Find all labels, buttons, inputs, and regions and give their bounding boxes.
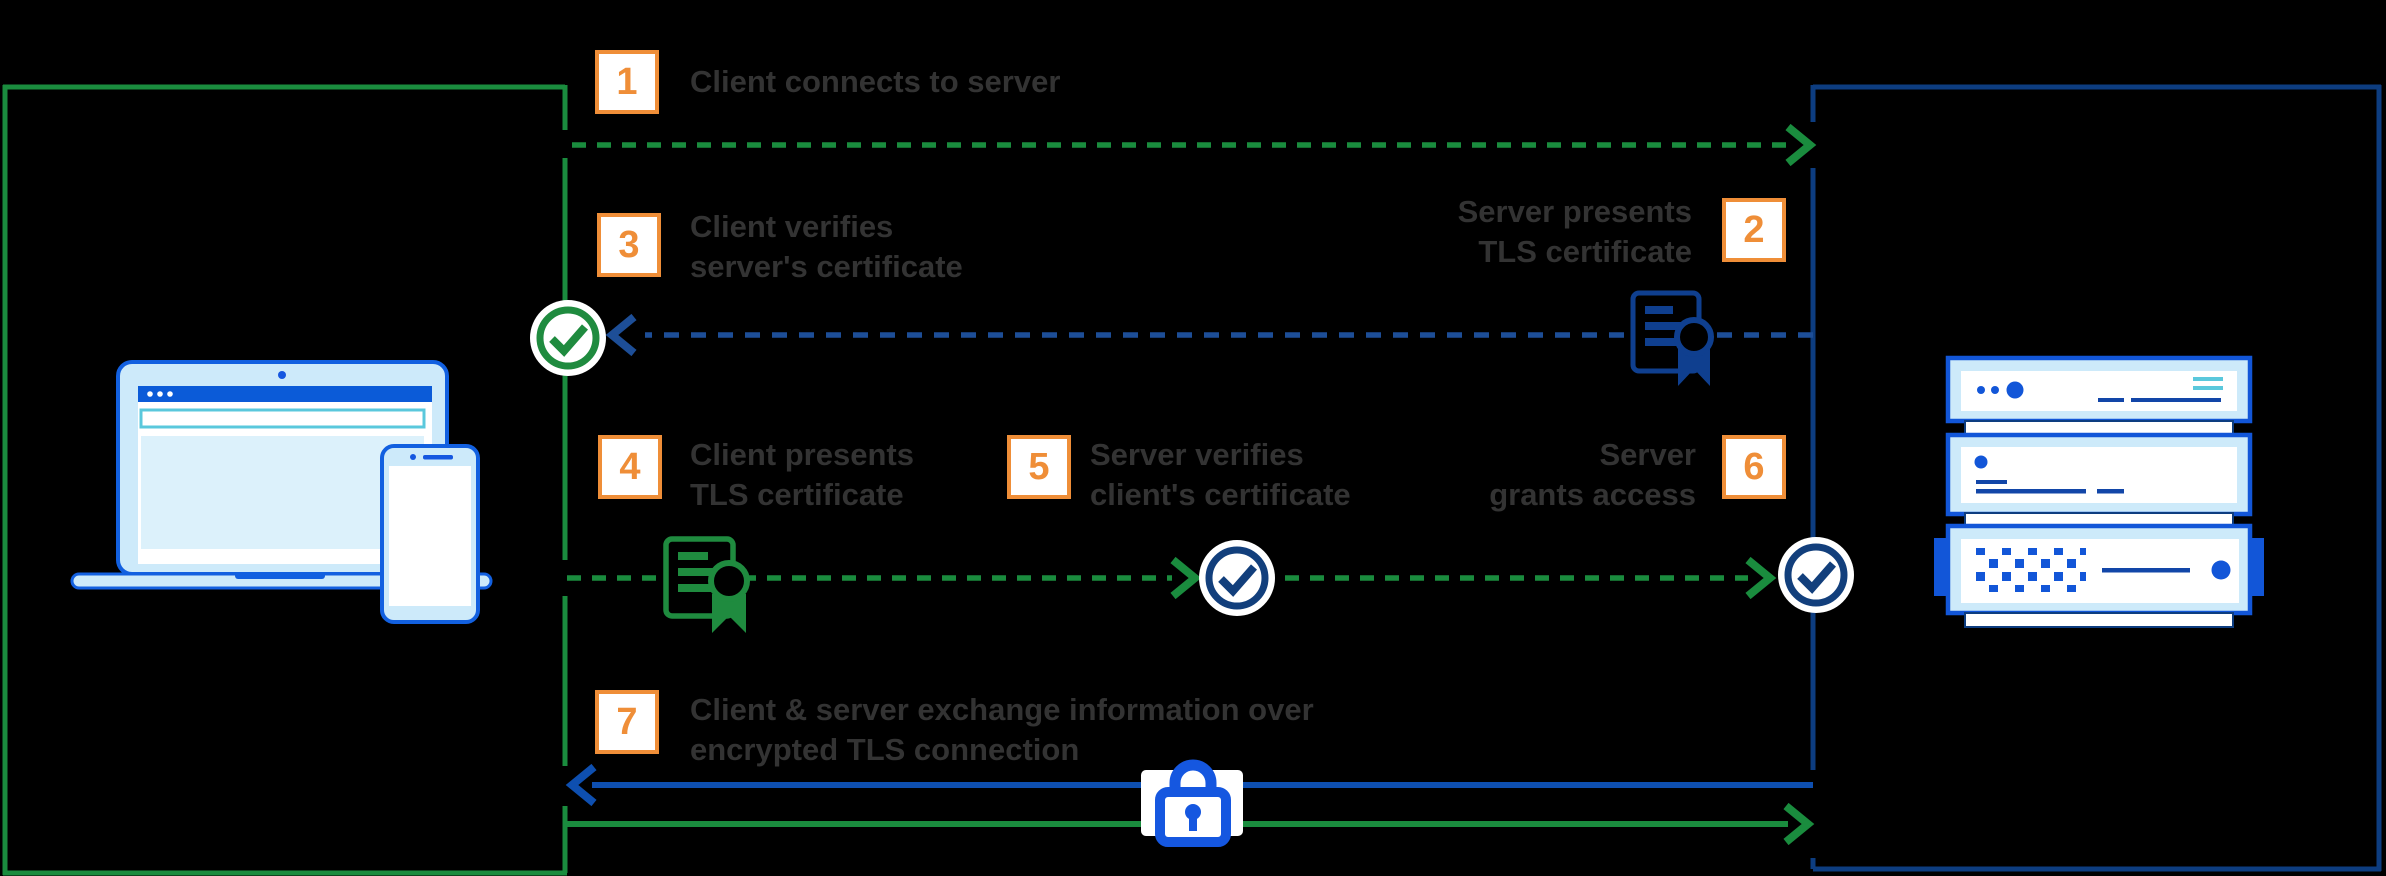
step-5-label: Server verifies client's certificate: [1090, 437, 1351, 512]
arrow-server-presents-cert: [605, 313, 1813, 357]
access-granted-check-icon: [1778, 537, 1854, 613]
step-2-label: Server presents TLS certificate: [1457, 194, 1692, 269]
step-5-number: 5: [1028, 445, 1050, 488]
step-6-label: Server grants access: [1489, 437, 1696, 512]
phone-icon: [380, 444, 480, 624]
arrow-client-connects: [572, 123, 1817, 167]
server-certificate-icon: [1630, 290, 1714, 386]
step-7-number: 7: [616, 700, 638, 743]
step-4-label: Client presents TLS certificate: [690, 437, 914, 512]
step-4-number-box: 4: [598, 435, 662, 499]
server-verified-check-icon: [1199, 540, 1275, 616]
step-1-label: Client connects to server: [690, 64, 1061, 99]
step-6-number-box: 6: [1722, 435, 1786, 499]
step-7-label: Client & server exchange information ove…: [690, 692, 1314, 767]
step-7-number-box: 7: [595, 690, 659, 754]
server-boundary-box: [1810, 84, 2382, 872]
step-2-number-box: 2: [1722, 198, 1786, 262]
padlock-icon: [1141, 759, 1243, 847]
step-6-number: 6: [1743, 445, 1765, 488]
step-3-label: Client verifies server's certificate: [690, 209, 963, 284]
step-3-number-box: 3: [597, 213, 661, 277]
client-certificate-icon: [663, 536, 750, 633]
step-4-number: 4: [619, 445, 641, 488]
server-rack-icon: [1934, 355, 2264, 628]
client-verified-check-icon: [530, 300, 606, 376]
step-1-number-box: 1: [595, 50, 659, 114]
step-2-number: 2: [1743, 208, 1765, 251]
step-5-number-box: 5: [1007, 435, 1071, 499]
step-1-number: 1: [616, 60, 638, 103]
step-3-number: 3: [618, 223, 640, 266]
